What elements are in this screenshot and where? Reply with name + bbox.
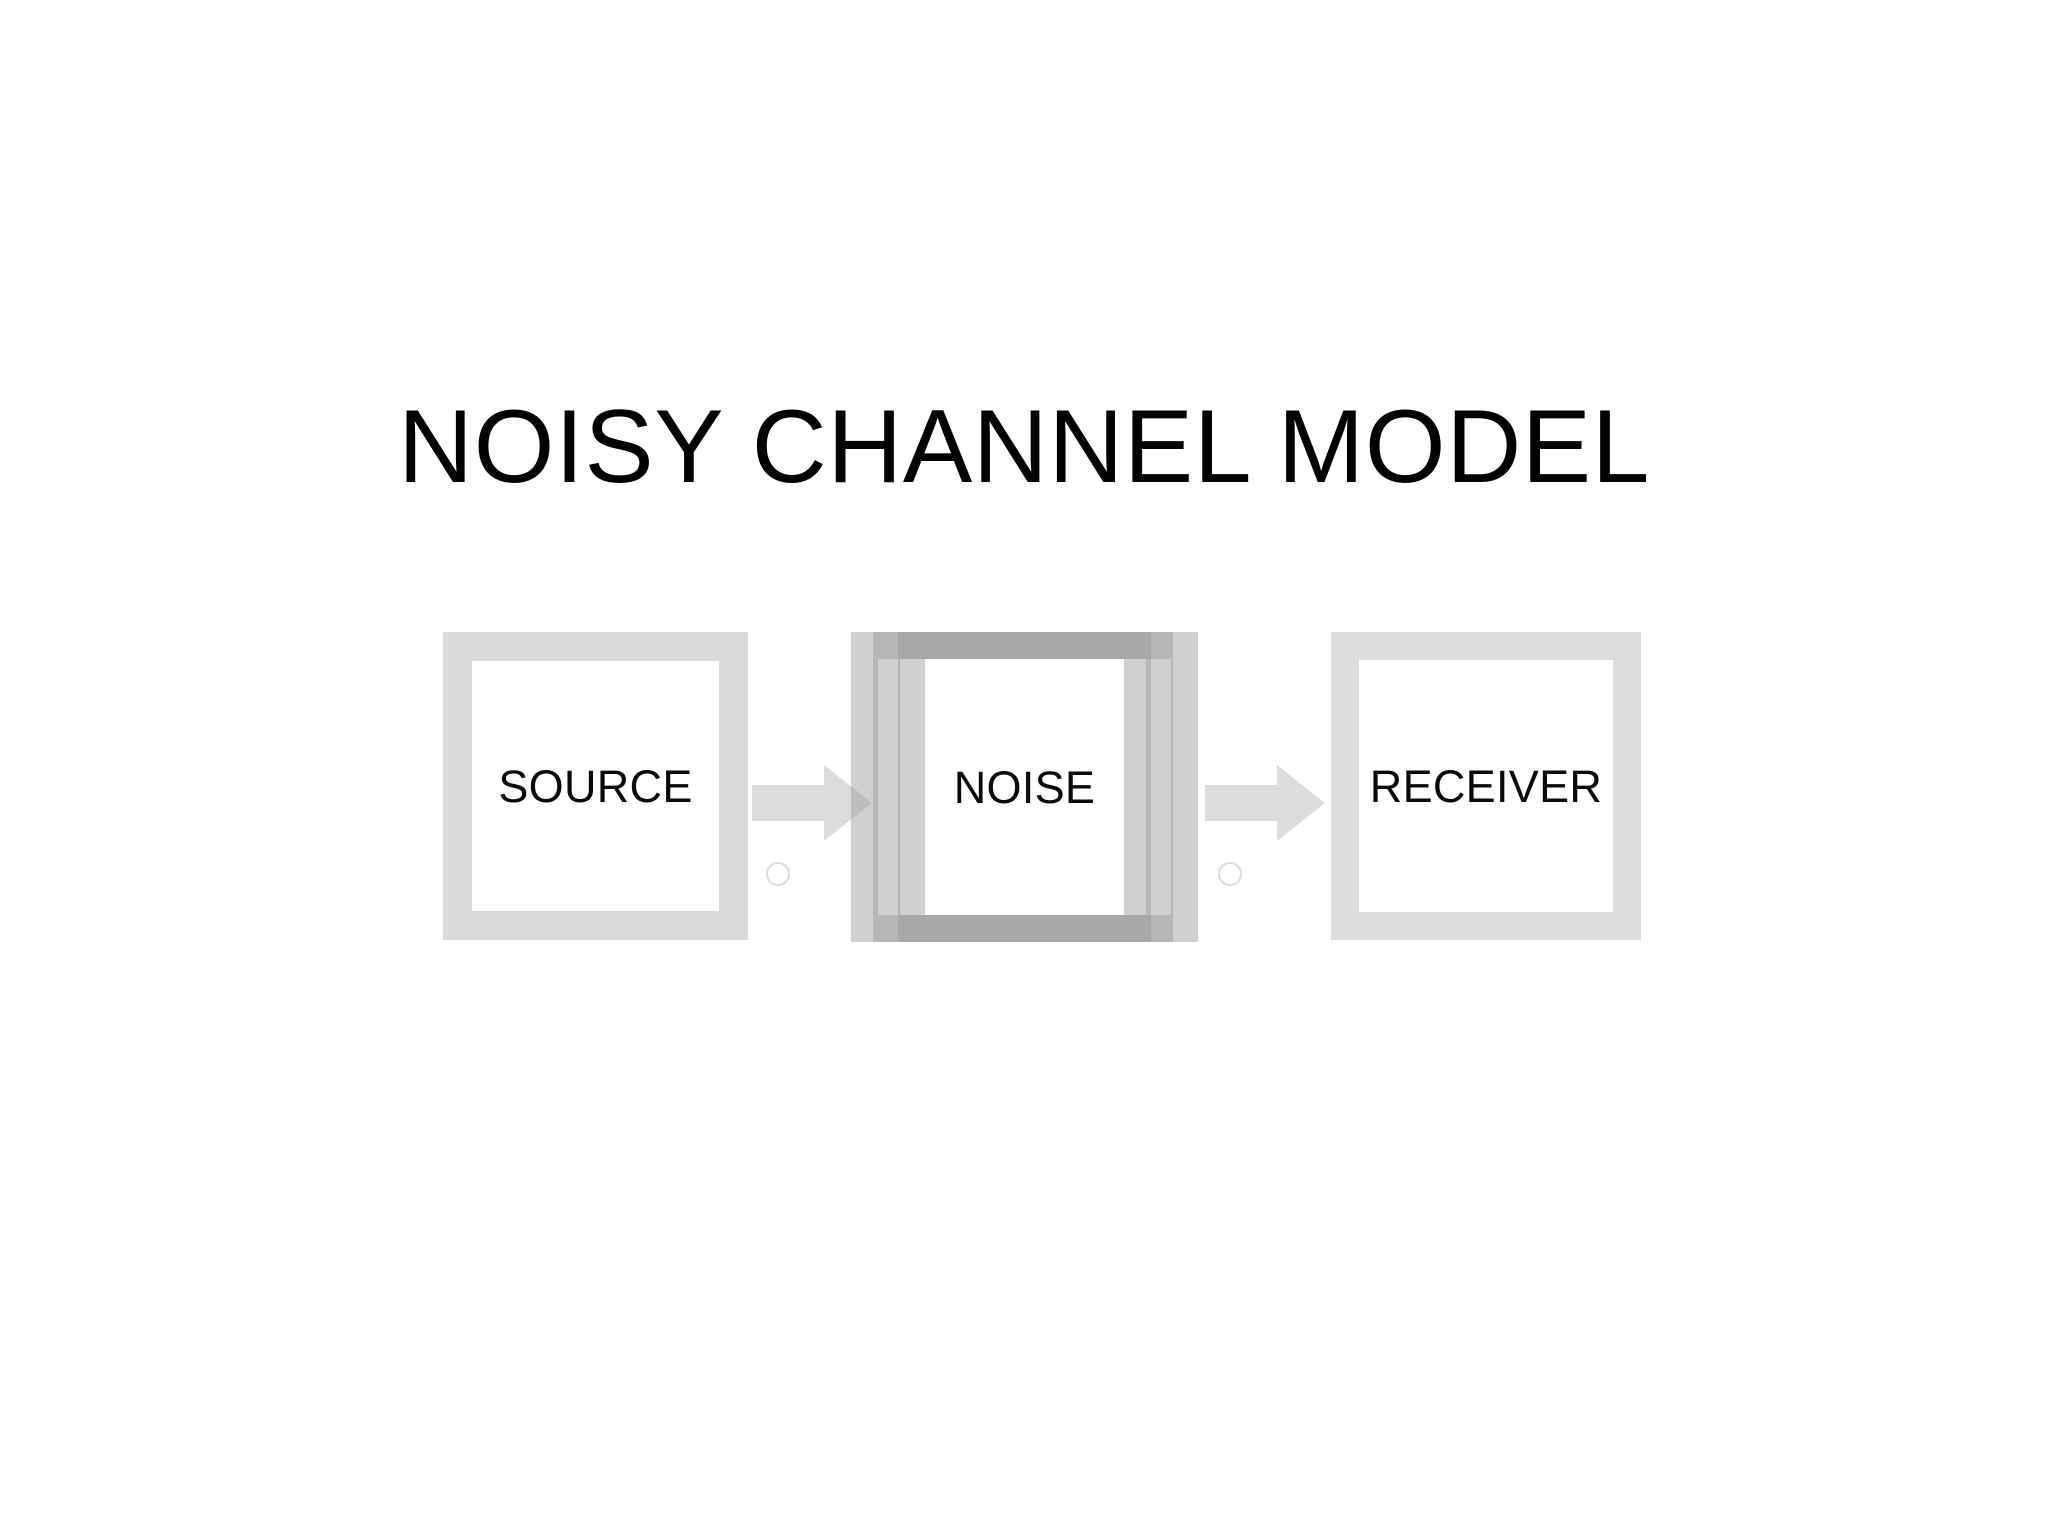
noise-frame-back [851, 632, 1151, 942]
right-arrow-icon [1205, 765, 1325, 841]
receiver-box-fill: RECEIVER [1359, 660, 1613, 912]
noise-frame-middle [873, 632, 1173, 942]
rotation-handle-icon[interactable] [766, 862, 790, 886]
source-box-fill: SOURCE [472, 661, 719, 911]
rotation-handle-icon[interactable] [1218, 862, 1242, 886]
source-box-label: SOURCE [498, 760, 693, 812]
receiver-box-label: RECEIVER [1369, 760, 1603, 812]
connector-noise-to-receiver[interactable] [1205, 763, 1325, 843]
noise-box-fill: NOISE [925, 659, 1124, 915]
noise-box-label: NOISE [953, 761, 1096, 813]
connector-source-to-noise[interactable] [752, 763, 872, 843]
diagram-node-receiver[interactable]: RECEIVER [1331, 632, 1641, 940]
right-arrow-icon [752, 765, 872, 841]
diagram-node-source[interactable]: SOURCE [443, 632, 748, 940]
noise-frame-front [898, 632, 1198, 942]
diagram-node-noise[interactable]: NOISE [851, 632, 1198, 942]
page-title: NOISY CHANNEL MODEL [397, 389, 1650, 505]
